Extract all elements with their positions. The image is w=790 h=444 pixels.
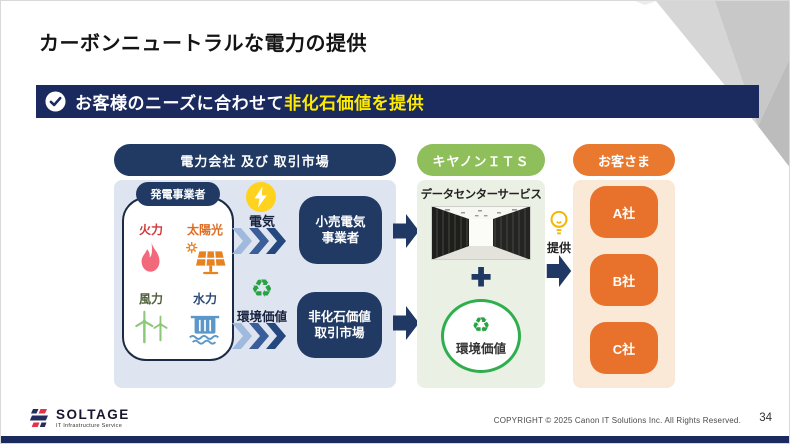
banner-text: お客様のニーズに合わせて非化石価値を提供 (75, 89, 424, 114)
generators-label: 発電事業者 (136, 182, 220, 206)
hydro-label: 水力 (192, 292, 217, 306)
chevron-arrows-electricity (232, 228, 286, 254)
page-number: 34 (759, 412, 772, 424)
wind-cell: 風力 (124, 290, 178, 345)
retailer-line1: 小売電気 (315, 214, 366, 229)
arrow-canon-to-customers (546, 255, 572, 287)
page-title: カーボンニュートラルな電力の提供 (39, 33, 367, 55)
banner-highlight: 非化石価値を提供 (284, 94, 425, 113)
generators-row-2: 風力 (124, 290, 232, 345)
thermal-label: 火力 (138, 223, 163, 237)
company-a-box: A社 (590, 186, 658, 238)
dam-icon (189, 315, 220, 345)
canon-section-header: キヤノンＩＴＳ (417, 144, 545, 176)
electricity-label: 電気 (248, 214, 275, 229)
market-box: 非化石価値 取引市場 (297, 292, 382, 358)
soltage-logo-icon (29, 409, 48, 428)
hydro-cell: 水力 (178, 290, 232, 345)
recycle-icon: ♻ (471, 313, 491, 337)
env-value-circle: ♻ 環境価値 (441, 299, 521, 373)
bottom-accent-bar (1, 436, 789, 443)
logo-name: SOLTAGE (56, 407, 130, 422)
plus-icon: + (470, 258, 492, 296)
flame-icon (141, 242, 160, 272)
canon-section-panel: データセンターサービス + (417, 180, 545, 388)
lightning-icon (246, 182, 276, 212)
arrow-envvalue-to-canon (393, 306, 419, 340)
retailer-line2: 事業者 (321, 231, 360, 245)
datacenter-service-label: データセンターサービス (420, 189, 542, 201)
soltage-logo: SOLTAGE IT Infrastructure Service (29, 407, 130, 429)
check-circle-icon (45, 91, 66, 112)
provide-label: 提供 (546, 241, 571, 255)
solar-panel-icon (186, 241, 226, 275)
wind-turbine-icon (135, 310, 168, 344)
copyright-text: COPYRIGHT © 2025 Canon IT Solutions Inc.… (493, 416, 741, 425)
power-section-panel: 発電事業者 火力 太陽光 (114, 180, 396, 388)
logo-tagline: IT Infrastructure Service (56, 422, 123, 429)
customer-section-header: お客さま (573, 144, 675, 176)
company-c-box: C社 (590, 322, 658, 374)
solar-label: 太陽光 (186, 223, 223, 237)
datacenter-image (431, 206, 531, 260)
arrow-electricity-to-canon (393, 214, 419, 248)
chevron-arrows-env-value (232, 323, 286, 349)
generators-row-1: 火力 太陽光 (124, 221, 232, 278)
key-message-banner: お客様のニーズに合わせて非化石価値を提供 (36, 85, 759, 118)
soltage-logo-text: SOLTAGE IT Infrastructure Service (56, 407, 130, 429)
market-line1: 非化石価値 (308, 309, 371, 324)
solar-cell: 太陽光 (178, 221, 232, 278)
banner-prefix: お客様のニーズに合わせて (75, 94, 285, 113)
env-circle-label: 環境価値 (455, 342, 506, 356)
power-section-header: 電力会社 及び 取引市場 (114, 144, 396, 176)
market-line2: 取引市場 (314, 326, 365, 340)
retailer-box: 小売電気 事業者 (299, 196, 382, 264)
company-b-box: B社 (590, 254, 658, 306)
generators-box: 火力 太陽光 (122, 197, 234, 361)
thermal-cell: 火力 (124, 221, 178, 278)
customer-section-panel: A社 B社 C社 (573, 180, 675, 388)
lightbulb-icon (550, 210, 568, 235)
recycle-icon: ♻ (250, 274, 274, 303)
env-value-label: 環境価値 (236, 310, 287, 324)
wind-label: 風力 (138, 292, 163, 306)
